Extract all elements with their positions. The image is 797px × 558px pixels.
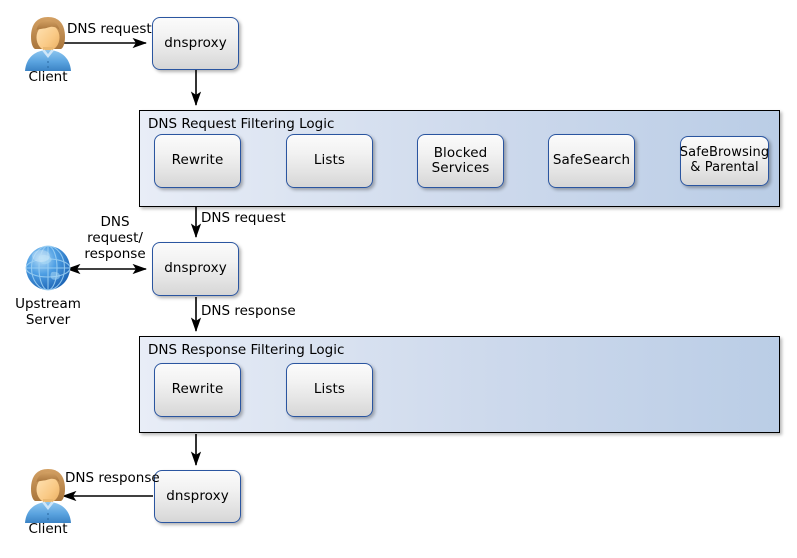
node-dnsproxy-middle-label: dnsproxy <box>164 260 227 277</box>
stage-safebrowsing-parental[interactable]: SafeBrowsing & Parental <box>680 136 769 186</box>
dns-response-filtering-panel-title: DNS Response Filtering Logic <box>148 342 345 358</box>
stage-lists-response[interactable]: Lists <box>286 363 373 417</box>
node-dnsproxy-top[interactable]: dnsproxy <box>152 17 239 70</box>
upstream-server-caption: Upstream Server <box>15 296 81 328</box>
stage-rewrite-response-label: Rewrite <box>171 381 224 398</box>
stage-safebrowsing-parental-label: SafeBrowsing & Parental <box>679 145 770 175</box>
node-dnsproxy-bottom-label: dnsproxy <box>166 487 229 504</box>
edge-label-dnsproxy-to-request-filter: DNS request <box>201 210 286 226</box>
stage-lists-response-label: Lists <box>313 381 346 398</box>
person-icon <box>25 17 71 71</box>
stage-rewrite-response[interactable]: Rewrite <box>154 363 241 417</box>
client-bottom-caption: Client <box>28 521 68 537</box>
stage-blocked-services[interactable]: Blocked Services <box>417 134 504 188</box>
stage-rewrite-request-label: Rewrite <box>171 152 224 169</box>
stage-lists-request-label: Lists <box>313 152 346 169</box>
stage-blocked-services-label: Blocked Services <box>431 144 490 176</box>
client-top-caption: Client <box>28 69 68 85</box>
edge-label-client-to-dnsproxy: DNS request <box>67 21 152 37</box>
stage-safesearch[interactable]: SafeSearch <box>548 134 635 188</box>
person-icon <box>25 469 71 523</box>
stage-safesearch-label: SafeSearch <box>552 152 631 169</box>
node-dnsproxy-top-label: dnsproxy <box>164 34 227 51</box>
node-dnsproxy-middle[interactable]: dnsproxy <box>152 242 239 296</box>
edge-label-dnsproxy-to-response-filter: DNS response <box>201 303 296 319</box>
edge-label-dnsproxy-to-client: DNS response <box>65 470 160 486</box>
stage-rewrite-request[interactable]: Rewrite <box>154 134 241 188</box>
edge-label-upstream-exchange: DNS request/ response <box>84 214 146 262</box>
stage-lists-request[interactable]: Lists <box>286 134 373 188</box>
dns-response-filtering-panel: DNS Response Filtering Logic <box>139 336 780 433</box>
node-dnsproxy-bottom[interactable]: dnsproxy <box>154 470 241 523</box>
globe-icon <box>25 245 71 291</box>
dns-request-filtering-panel-title: DNS Request Filtering Logic <box>148 116 335 132</box>
